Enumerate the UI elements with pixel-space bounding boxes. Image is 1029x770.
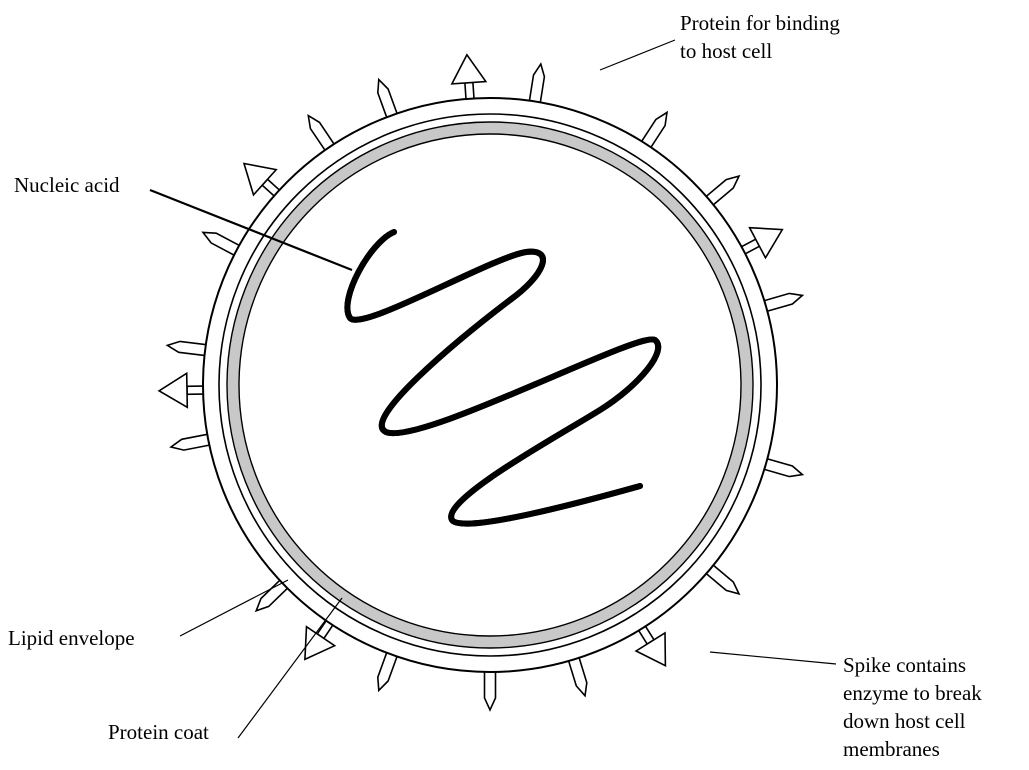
label-nucleic-acid-line1: Nucleic acid: [14, 173, 120, 197]
label-protein-coat-line1: Protein coat: [108, 720, 209, 744]
label-lipid-envelope-line1: Lipid envelope: [8, 626, 135, 650]
leader-protein-coat: [238, 598, 342, 738]
leader-lipid-envelope: [180, 580, 288, 636]
spike-head-16: [159, 373, 187, 407]
label-protein-binding-line1: Protein for binding: [680, 11, 840, 35]
leader-protein-binding: [600, 40, 675, 70]
label-spike-enzyme-line2: enzyme to break: [843, 681, 982, 705]
label-lipid-envelope: Lipid envelope: [8, 626, 135, 650]
label-protein-binding: Protein for binding to host cell: [680, 11, 845, 63]
label-spike-enzyme: Spike contains enzyme to break down host…: [843, 653, 987, 761]
label-spike-enzyme-line3: down host cell: [843, 709, 966, 733]
label-nucleic-acid: Nucleic acid: [14, 173, 120, 197]
leader-spike-enzyme: [710, 652, 836, 664]
label-spike-enzyme-line1: Spike contains: [843, 653, 966, 677]
label-protein-binding-line2: to host cell: [680, 39, 772, 63]
lipid-envelope-inner: [219, 114, 761, 656]
label-spike-enzyme-line4: membranes: [843, 737, 940, 761]
label-protein-coat: Protein coat: [108, 720, 209, 744]
spike-head-1: [452, 55, 486, 84]
